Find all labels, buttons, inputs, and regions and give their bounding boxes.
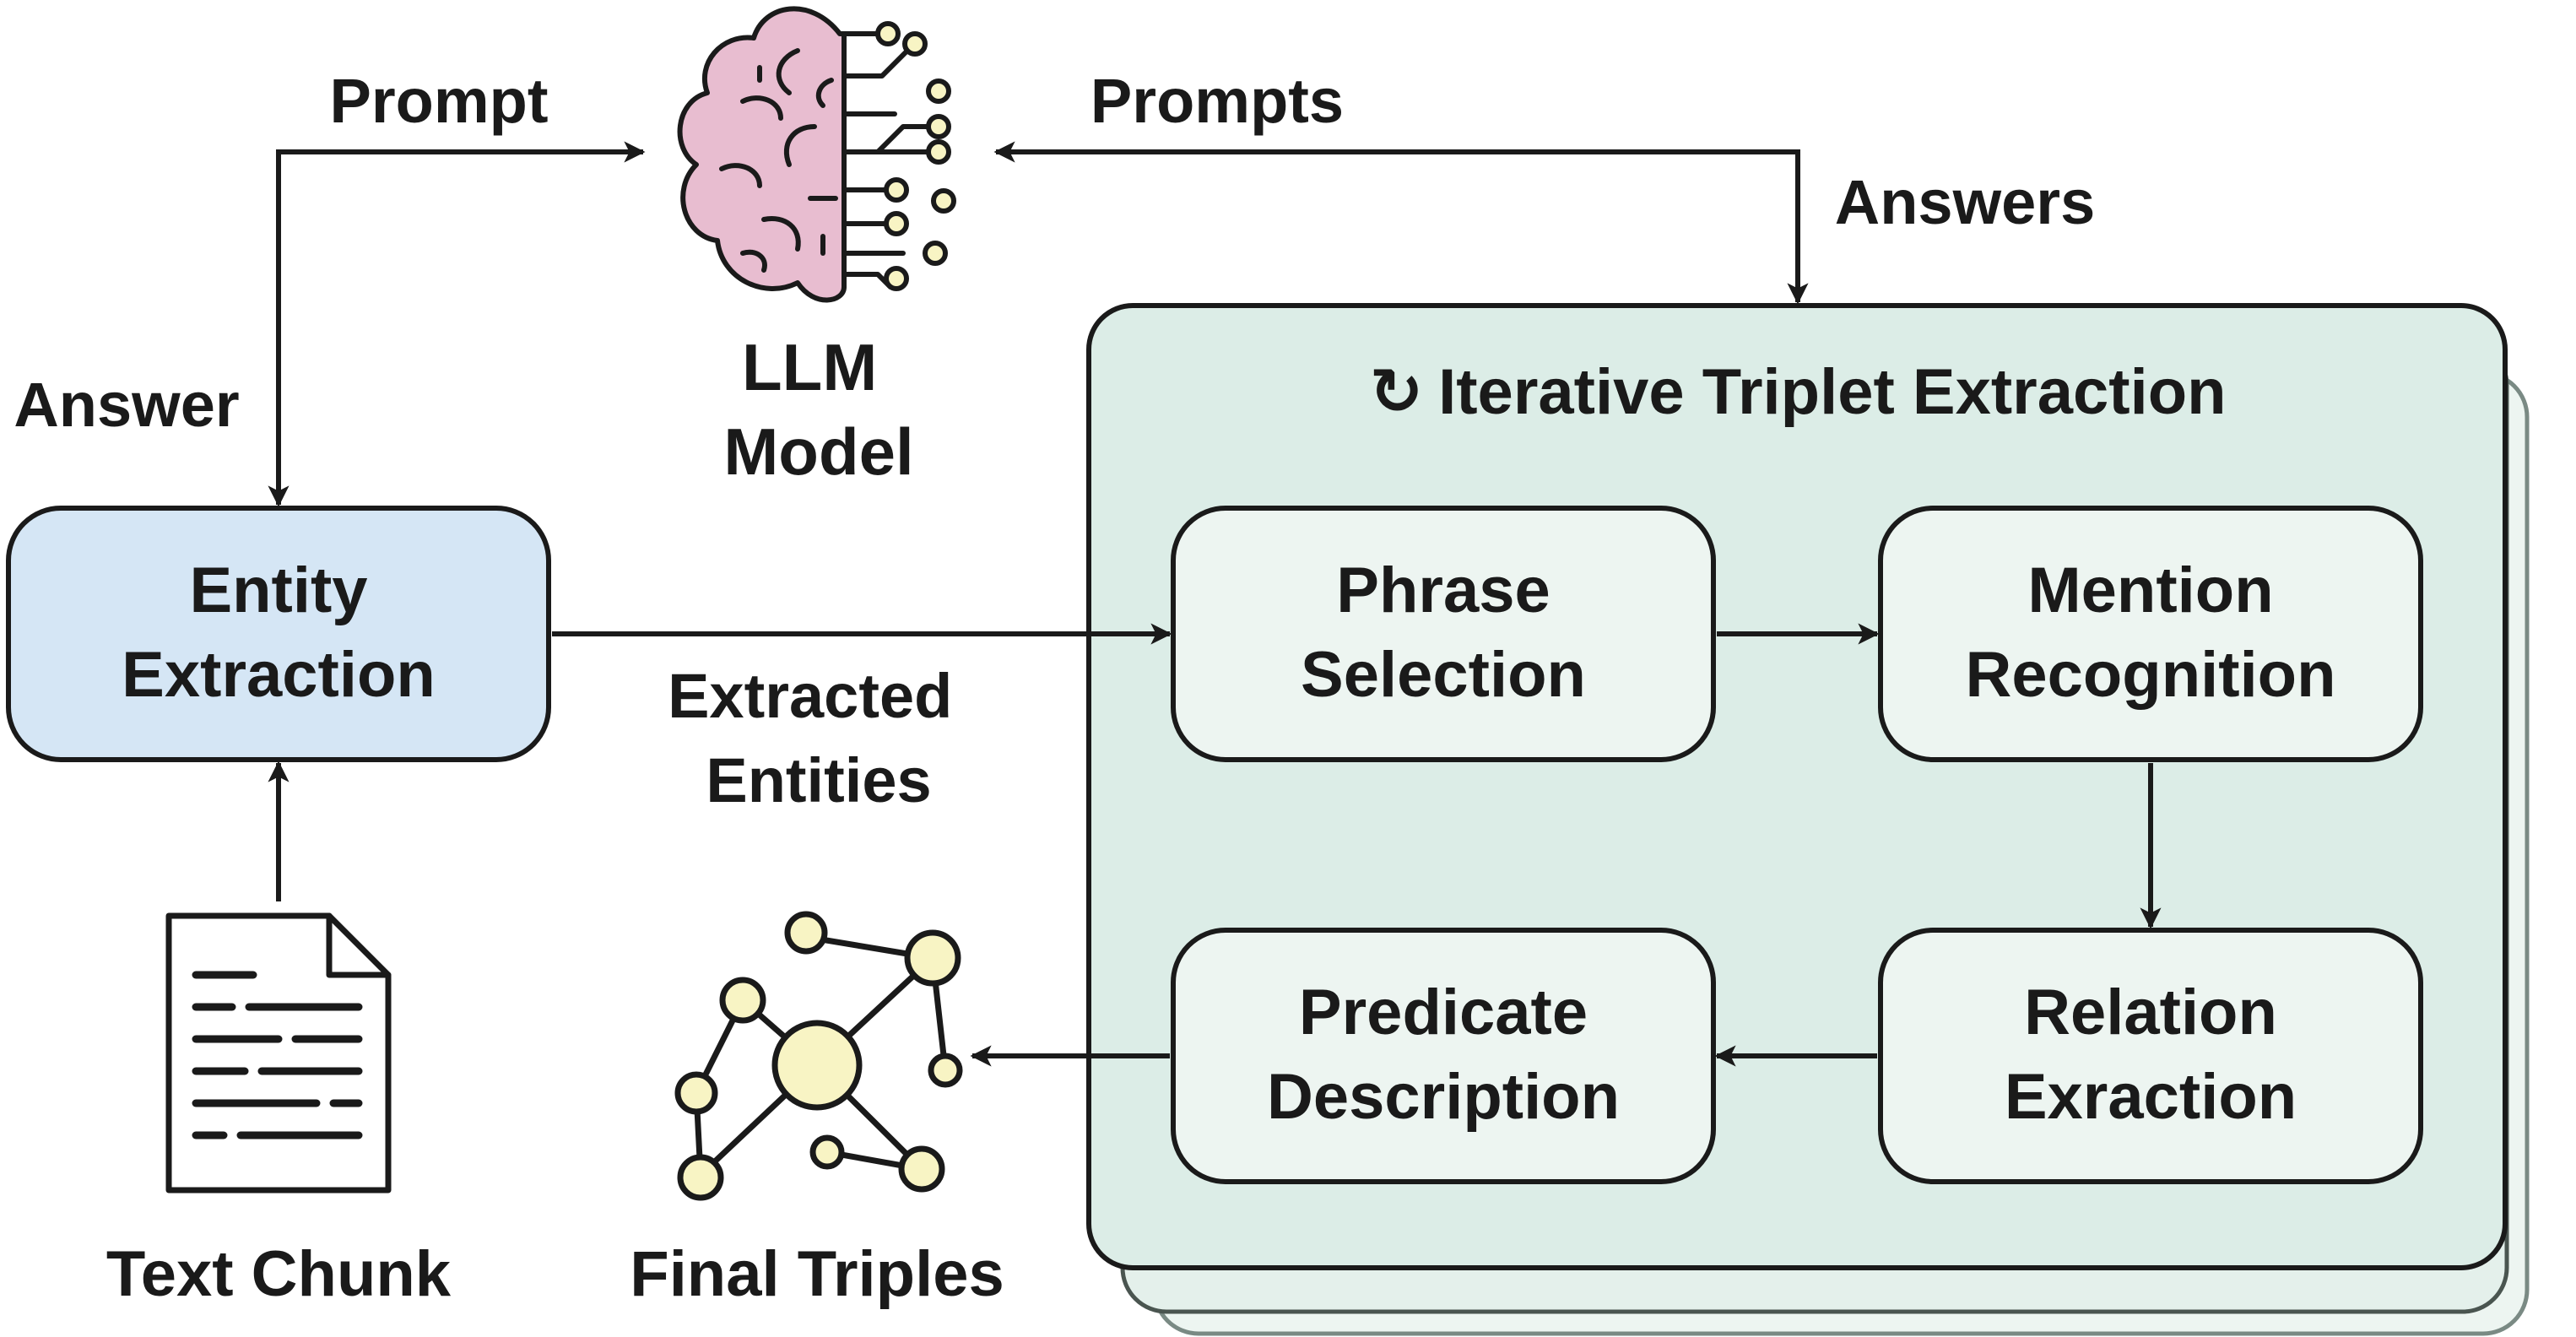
document-icon xyxy=(165,912,392,1194)
graph-network-icon xyxy=(674,911,963,1201)
svg-text:Exraction: Exraction xyxy=(2005,1061,2297,1133)
svg-text:Phrase: Phrase xyxy=(1336,555,1550,626)
step-predicate-description: Predicate Description xyxy=(1171,928,1716,1184)
final-triples-label: Final Triples xyxy=(630,1238,1004,1310)
svg-text:Recognition: Recognition xyxy=(1965,639,2335,711)
svg-text:Mention: Mention xyxy=(2027,555,2273,626)
step-mention-recognition: Mention Recognition xyxy=(1878,506,2423,762)
svg-text:Selection: Selection xyxy=(1301,639,1586,711)
connectors xyxy=(268,141,2162,1067)
svg-text:Entity: Entity xyxy=(189,555,367,626)
entity-extraction-box: Entity Extraction xyxy=(6,506,551,762)
refresh-icon: ↻ xyxy=(1369,356,1423,428)
text-chunk-label: Text Chunk xyxy=(106,1238,452,1310)
brain-circuit-icon xyxy=(677,6,956,303)
svg-text:Description: Description xyxy=(1267,1061,1620,1133)
llm-label: LLM Model xyxy=(723,330,913,489)
label-extracted-entities: Extracted Entities xyxy=(668,661,970,815)
label-answers: Answers xyxy=(1835,167,2095,237)
label-answer: Answer xyxy=(14,370,239,440)
iterative-title: ↻Iterative Triplet Extraction xyxy=(1369,356,2226,428)
arrow-prompt-answer xyxy=(268,141,646,507)
svg-text:Predicate: Predicate xyxy=(1299,977,1588,1048)
svg-text:Extraction: Extraction xyxy=(122,639,436,711)
arrow-prompts-answers xyxy=(993,141,1809,305)
step-phrase-selection: Phrase Selection xyxy=(1171,506,1716,762)
label-prompts: Prompts xyxy=(1090,66,1344,136)
step-relation-extraction: Relation Exraction xyxy=(1878,928,2423,1184)
label-prompt: Prompt xyxy=(330,66,549,136)
svg-text:Relation: Relation xyxy=(2024,977,2277,1048)
